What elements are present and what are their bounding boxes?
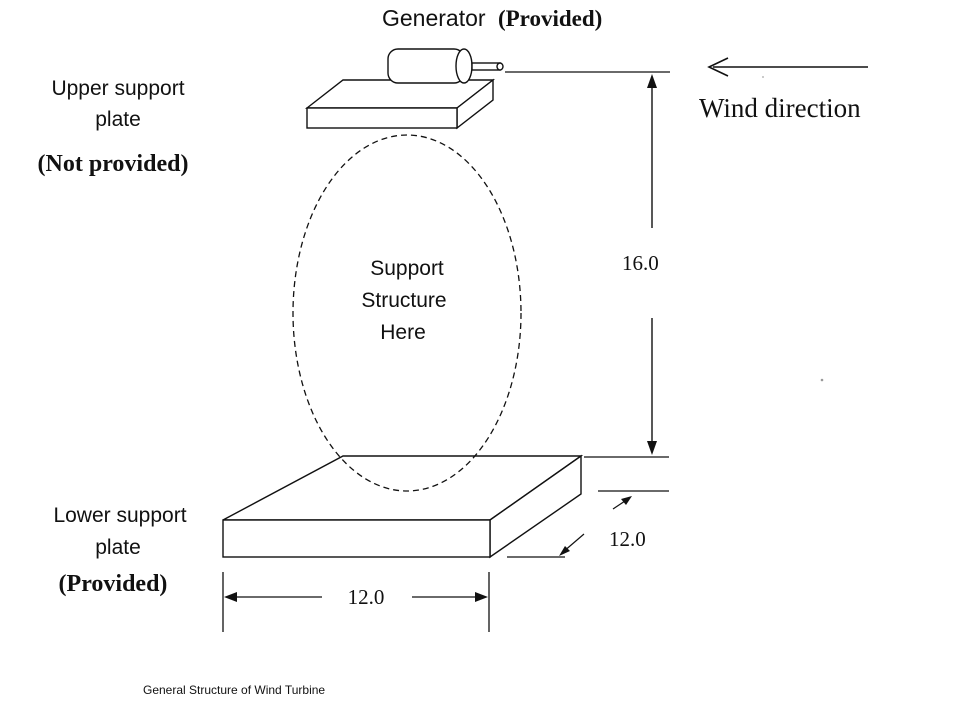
lower-plate-label-line2: plate (95, 536, 141, 559)
width-dimension (222, 572, 490, 632)
diagram-caption: General Structure of Wind Turbine (143, 683, 325, 697)
wind-arrow (707, 57, 868, 77)
width-dimension-value: 12.0 (348, 585, 385, 609)
generator-label: Generator (Provided) (382, 5, 602, 31)
wind-direction-label: Wind direction (699, 93, 861, 123)
support-structure-line1: Support (370, 257, 444, 280)
generator (387, 48, 504, 84)
lower-plate-status: (Provided) (59, 571, 168, 597)
depth-dimension (507, 490, 669, 558)
height-dimension (505, 71, 670, 458)
upper-plate-label-line1: Upper support (51, 77, 184, 100)
support-structure-outline (292, 134, 522, 492)
lower-support-plate (222, 454, 584, 559)
upper-plate-status: (Not provided) (38, 151, 189, 177)
upper-support-plate (304, 78, 496, 130)
depth-dimension-value: 12.0 (609, 527, 646, 551)
upper-plate-label-line2: plate (95, 108, 141, 131)
lower-plate-label-line1: Lower support (53, 504, 186, 527)
support-structure-line3: Here (380, 321, 426, 344)
height-dimension-value: 16.0 (622, 251, 659, 275)
support-structure-line2: Structure (361, 289, 446, 312)
